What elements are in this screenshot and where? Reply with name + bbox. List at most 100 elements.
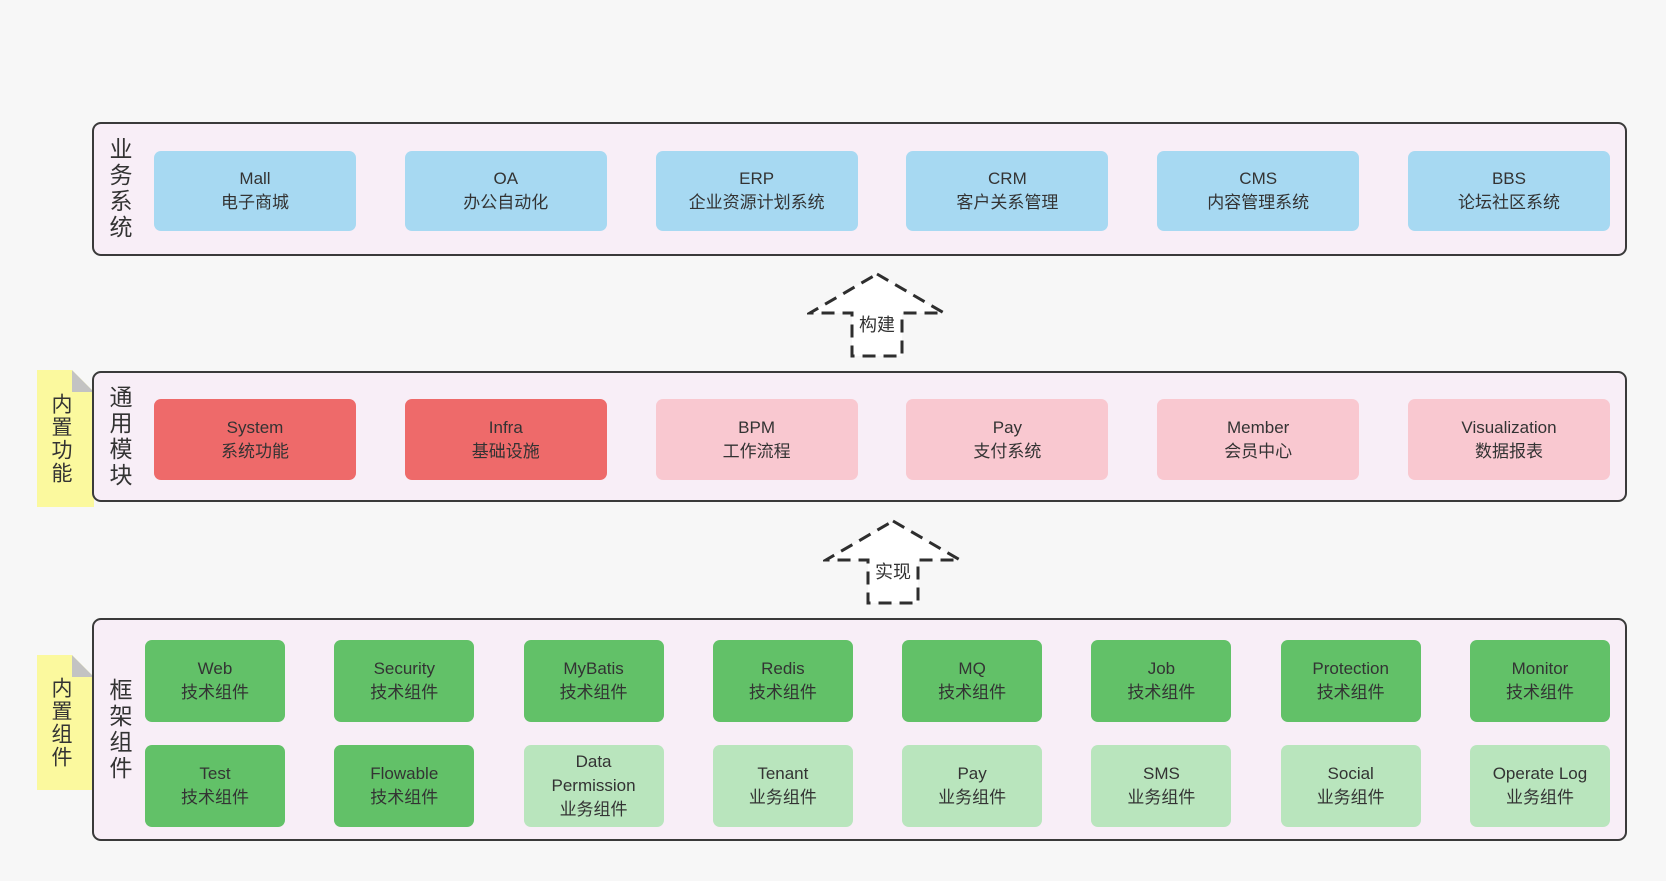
box-subtitle: 支付系统 [973,441,1042,461]
box-mall: Mall 电子商城 [154,151,356,231]
box-title: Protection [1312,659,1389,678]
box-subtitle: 工作流程 [722,441,791,461]
box-row: Test 技术组件 Flowable 技术组件 Data Permission 业务组件 T… [145,745,1610,827]
box-subtitle: 技术组件 [181,683,249,702]
box-crm: CRM 客户关系管理 [906,151,1109,231]
box-title: BBS [1491,169,1526,188]
box-title: MQ [958,659,986,678]
implement-arrow-label: 实现 [872,562,914,584]
box-mybatis: MyBatis 技术组件 [523,640,664,722]
box-title: ERP [739,169,775,188]
box-test: Test 技术组件 [145,745,285,827]
box-title: Mall [239,169,271,188]
box-web: Web 技术组件 [145,640,285,722]
layer-business-systems: 业务系统 Mall 电子商城 OA 办公自动化 ERP 企业资源计划系统 CRM 客户关系管理… [92,122,1627,256]
box-title: Infra [488,417,523,437]
box-subtitle: 技术组件 [370,788,439,807]
box-subtitle: 技术组件 [559,683,628,702]
box-title: Data Permission [551,752,636,795]
box-visualization: Visualization 数据报表 [1407,399,1610,480]
box-subtitle: 业务组件 [1505,788,1574,807]
note-fold-corner-icon [72,655,94,677]
box-erp: ERP 企业资源计划系统 [655,151,858,231]
box-subtitle: 技术组件 [181,788,249,807]
box-title: OA [493,169,519,188]
box-subtitle: 技术组件 [938,683,1007,702]
box-title: Monitor [1511,659,1569,678]
box-pay: Pay 业务组件 [902,745,1043,827]
box-job: Job 技术组件 [1091,640,1232,722]
implement-arrow-icon: 实现 [823,518,963,606]
build-arrow-icon: 构建 [807,271,947,359]
box-subtitle: 技术组件 [1127,683,1196,702]
box-subtitle: 业务组件 [559,800,628,819]
box-subtitle: 数据报表 [1474,441,1543,461]
box-subtitle: 企业资源计划系统 [688,193,825,212]
box-subtitle: 论坛社区系统 [1457,193,1560,212]
box-subtitle: 系统功能 [221,441,289,461]
box-cms: CMS 内容管理系统 [1157,151,1360,231]
box-sms: SMS 业务组件 [1091,745,1232,827]
box-subtitle: 业务组件 [748,788,817,807]
box-title: Member [1227,417,1290,437]
box-title: Test [199,764,231,783]
box-protection: Protection 技术组件 [1280,640,1421,722]
box-subtitle: 技术组件 [1316,683,1385,702]
box-mq: MQ 技术组件 [902,640,1043,722]
box-subtitle: 客户关系管理 [956,193,1059,212]
build-arrow-label: 构建 [856,315,898,337]
box-title: Visualization [1461,417,1557,437]
box-data-permission: Data Permission 业务组件 [523,745,664,827]
box-flowable: Flowable 技术组件 [334,745,475,827]
box-subtitle: 业务组件 [1127,788,1196,807]
box-title: Tenant [757,764,809,783]
layer-side-label: 通用模块 [106,384,132,489]
box-subtitle: 业务组件 [1316,788,1385,807]
box-pay: Pay 支付系统 [906,399,1109,480]
box-subtitle: 技术组件 [370,683,439,702]
box-title: CMS [1239,169,1278,188]
box-title: Job [1147,659,1176,678]
box-infra: Infra 基础设施 [404,399,607,480]
layer-side-label: 业务系统 [106,137,132,241]
box-subtitle: 电子商城 [221,193,289,212]
note-label: 内置功能 [49,392,72,485]
box-oa: OA 办公自动化 [404,151,607,231]
box-title: SMS [1142,764,1180,783]
box-row: Mall 电子商城 OA 办公自动化 ERP 企业资源计划系统 CRM 客户关系管理 CMS 内容… [154,151,1610,231]
box-title: Operate Log [1492,764,1588,783]
box-operate-log: Operate Log 业务组件 [1469,745,1610,827]
box-title: Flowable [370,764,439,783]
box-bbs: BBS 论坛社区系统 [1407,151,1610,231]
box-member: Member 会员中心 [1157,399,1360,480]
box-subtitle: 业务组件 [938,788,1007,807]
box-title: System [226,417,284,437]
sticky-note-builtin-components: 内置组件 [37,655,94,790]
box-subtitle: 办公自动化 [463,193,549,212]
box-system: System 系统功能 [154,399,356,480]
box-title: Security [373,659,435,678]
box-subtitle: 基础设施 [471,441,540,461]
box-security: Security 技术组件 [334,640,475,722]
box-title: Pay [992,417,1023,437]
box-subtitle: 会员中心 [1224,441,1293,461]
box-subtitle: 技术组件 [748,683,817,702]
sticky-note-builtin-features: 内置功能 [37,370,94,507]
layer-side-label: 框架组件 [106,677,132,782]
box-title: CRM [988,169,1027,188]
box-title: Pay [957,764,987,783]
note-label: 内置组件 [49,676,72,769]
box-title: MyBatis [563,659,624,678]
note-fold-corner-icon [72,370,94,392]
box-title: Web [197,659,233,678]
box-subtitle: 内容管理系统 [1207,193,1310,212]
